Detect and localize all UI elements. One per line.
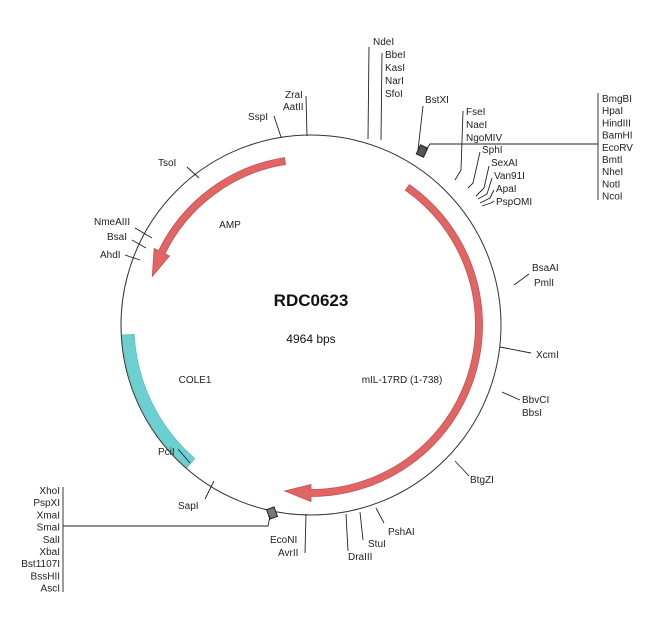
site-leader-line: [479, 189, 495, 204]
site-label-kasi[interactable]: KasI: [385, 63, 405, 74]
site-leader-line: [501, 391, 521, 401]
site-leader-line: [477, 177, 493, 200]
mcs-leader-top: [425, 143, 598, 151]
site-label-econi[interactable]: EcoNI: [270, 535, 297, 546]
mcs-site-pspxi[interactable]: PspXI: [33, 498, 60, 509]
site-leader-line: [481, 200, 495, 207]
site-label-sexai[interactable]: SexAI: [491, 158, 518, 169]
mcs-site-ncoi[interactable]: NcoI: [602, 192, 623, 203]
mcs-site-nhei[interactable]: NheI: [602, 167, 623, 178]
site-leader-line: [305, 95, 308, 137]
site-label-bbsi[interactable]: BbsI: [522, 408, 542, 419]
site-label-apai[interactable]: ApaI: [496, 184, 517, 195]
site-label-ndei[interactable]: NdeI: [373, 37, 394, 48]
site-label-pmli[interactable]: PmlI: [534, 278, 554, 289]
mcs-site-smai[interactable]: SmaI: [37, 523, 60, 534]
site-label-naei[interactable]: NaeI: [466, 120, 487, 131]
site-label-draiii[interactable]: DraIII: [348, 552, 372, 563]
site-label-tsoi[interactable]: TsoI: [158, 158, 176, 169]
mcs-site-bamhi[interactable]: BamHI: [602, 131, 633, 142]
mcs-site-noti[interactable]: NotI: [602, 179, 620, 190]
mcs-site-hindiii[interactable]: HindIII: [602, 118, 631, 129]
site-label-xcmi[interactable]: XcmI: [536, 350, 559, 361]
site-label-aatii[interactable]: AatII: [283, 102, 304, 113]
site-label-avrii[interactable]: AvrII: [278, 548, 298, 559]
site-leader-line: [273, 115, 282, 138]
backbone-circle: [120, 134, 502, 516]
site-label-bbei[interactable]: BbeI: [385, 50, 406, 61]
feature-arrow-mil17rd[interactable]: [283, 183, 483, 503]
mcs-site-ecorv[interactable]: EcoRV: [602, 143, 633, 154]
mcs-site-xbai[interactable]: XbaI: [39, 547, 60, 558]
site-leader-line: [454, 110, 464, 181]
site-label-nmeaiii[interactable]: NmeAIII: [94, 217, 130, 228]
site-leader-line: [186, 166, 200, 179]
site-leader-line: [375, 507, 385, 524]
site-leader-line: [124, 254, 141, 261]
site-leader-line: [204, 480, 215, 500]
site-leader-line: [131, 239, 147, 249]
mcs-site-asci[interactable]: AscI: [41, 584, 60, 595]
site-label-bstxi[interactable]: BstXI: [425, 95, 449, 106]
mcs-site-bmti[interactable]: BmtI: [602, 155, 623, 166]
site-leader-line: [367, 46, 370, 140]
site-label-bsaai[interactable]: BsaAI: [532, 263, 559, 274]
mcs-box-top: [415, 144, 429, 158]
site-label-nari[interactable]: NarI: [385, 76, 404, 87]
site-leader-line: [513, 273, 530, 286]
feature-label-mil17rd: mIL-17RD (1-738): [362, 375, 443, 386]
site-label-van91i[interactable]: Van91I: [494, 171, 525, 182]
site-label-btgzi[interactable]: BtgZI: [470, 475, 494, 486]
site-leader-line: [304, 513, 307, 554]
mcs-site-bsshii[interactable]: BssHII: [31, 571, 60, 582]
site-leader-line: [177, 448, 191, 464]
site-label-bsai[interactable]: BsaI: [107, 232, 127, 243]
feature-label-cole1: COLE1: [179, 375, 212, 386]
site-label-sapi[interactable]: SapI: [178, 501, 199, 512]
site-label-pcii[interactable]: PciI: [158, 447, 175, 458]
site-leader-line: [345, 513, 349, 552]
site-leader-line: [499, 346, 532, 354]
site-leader-line: [475, 165, 490, 197]
site-label-pspomi[interactable]: PspOMI: [496, 197, 532, 208]
site-label-stui[interactable]: StuI: [368, 539, 386, 550]
mcs-site-bst1107i[interactable]: Bst1107I: [21, 559, 60, 570]
site-label-bbvci[interactable]: BbvCI: [522, 395, 549, 406]
mcs-site-hpai[interactable]: HpaI: [602, 106, 623, 117]
site-label-zrai[interactable]: ZraI: [285, 90, 303, 101]
mcs-site-sali[interactable]: SalI: [43, 535, 60, 546]
site-label-ahdi[interactable]: AhdI: [100, 250, 121, 261]
site-leader-line: [467, 151, 481, 189]
plasmid-size: 4964 bps: [286, 332, 335, 346]
mcs-box-bottom: [265, 506, 279, 520]
feature-label-amp: AMP: [219, 220, 241, 231]
site-leader-line: [380, 52, 383, 141]
site-leader-line: [417, 105, 424, 151]
mcs-site-xhoi[interactable]: XhoI: [39, 486, 60, 497]
site-leader-line: [134, 227, 153, 239]
site-label-pshai[interactable]: PshAI: [388, 527, 415, 538]
site-label-sfoi[interactable]: SfoI: [385, 89, 403, 100]
site-label-fsei[interactable]: FseI: [466, 107, 485, 118]
feature-arrow-amp[interactable]: [151, 157, 287, 278]
site-leader-line: [359, 511, 364, 541]
plasmid-name: RDC0623: [274, 291, 349, 310]
mcs-site-bmgbi[interactable]: BmgBI: [602, 94, 632, 105]
feature-band-cole1[interactable]: [121, 333, 196, 469]
mcs-leader-bottom: [63, 515, 271, 527]
site-label-sspi[interactable]: SspI: [248, 112, 268, 123]
site-label-sphi[interactable]: SphI: [482, 145, 503, 156]
site-leader-line: [454, 460, 470, 477]
site-label-ngomiv[interactable]: NgoMIV: [466, 133, 502, 144]
mcs-site-xmai[interactable]: XmaI: [37, 510, 60, 521]
